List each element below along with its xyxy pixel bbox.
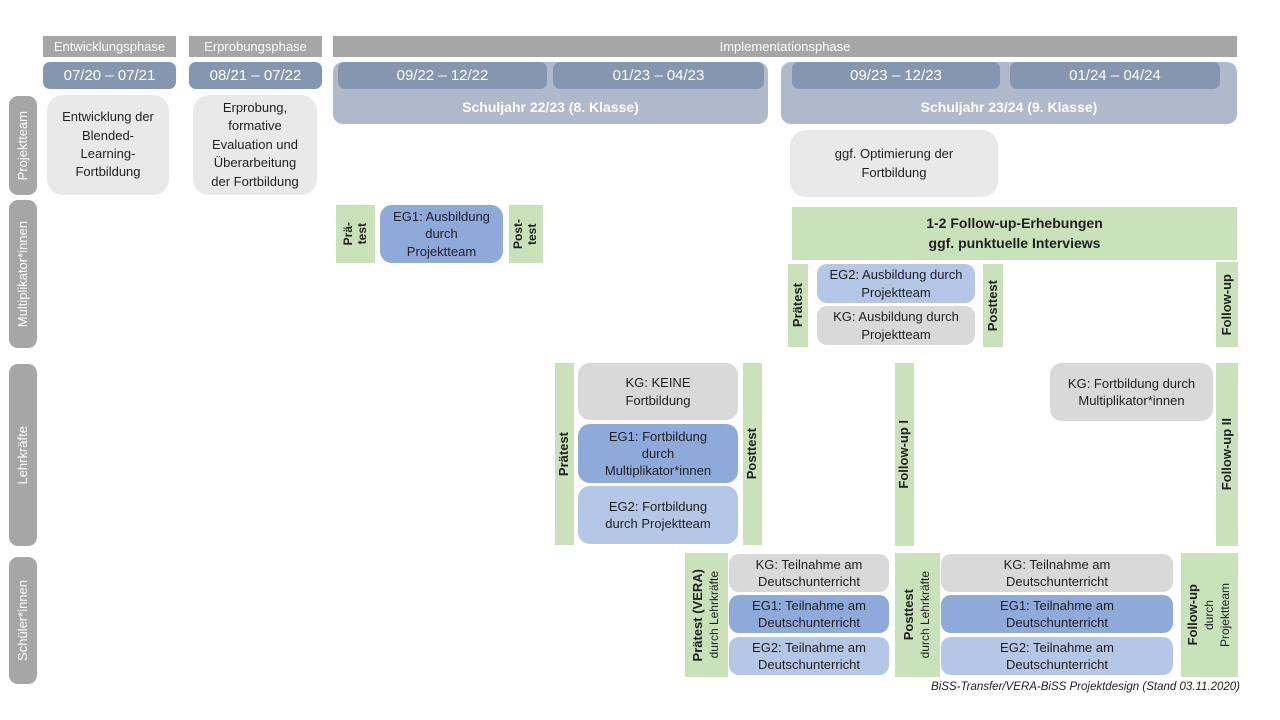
date-range-0123-0423: 01/23 – 04/23 bbox=[553, 62, 764, 89]
followup-projektteam-bar: Follow-up durch Projektteam bbox=[1181, 553, 1238, 677]
eg2-teilnahme-box-1: EG2: Teilnahme am Deutschunterricht bbox=[729, 637, 889, 675]
posttest-bar-multiplikatoren: Posttest bbox=[983, 264, 1003, 347]
phase-bar-erprobungsphase: Erprobungsphase bbox=[189, 36, 322, 57]
posttest-lehrkraefte-sub: durch Lehrkräfte bbox=[918, 571, 933, 659]
eg2-fortbildung-box: EG2: Fortbildung durch Projektteam bbox=[578, 486, 738, 544]
followup-erhebungen-bar: 1-2 Follow-up-Erhebungen ggf. punktuelle… bbox=[792, 207, 1237, 260]
box-erprobung-evaluation: Erprobung, formative Evaluation und Über… bbox=[193, 95, 317, 195]
praetest-split-bar: Prä- test bbox=[336, 205, 375, 263]
kg-teilnahme-box-1: KG: Teilnahme am Deutschunterricht bbox=[729, 554, 889, 592]
row-label-multiplikatoren-text: Multiplikator*innen bbox=[14, 220, 30, 328]
followup-projektteam-title: Follow-up bbox=[1185, 584, 1201, 646]
followup-projektteam-sub1: durch bbox=[1202, 599, 1217, 631]
phase-bar-entwicklungsphase: Entwicklungsphase bbox=[43, 36, 176, 57]
posttest-split-bar: Post- test bbox=[509, 205, 543, 263]
date-range-0922-1222: 09/22 – 12/22 bbox=[338, 62, 547, 89]
followup2-text: Follow-up II bbox=[1218, 418, 1234, 491]
box-optimierung-fortbildung: ggf. Optimierung der Fortbildung bbox=[790, 130, 998, 197]
diagram-caption: BiSS-Transfer/VERA-BiSS Projektdesign (S… bbox=[931, 681, 1240, 693]
eg1-teilnahme-box-1: EG1: Teilnahme am Deutschunterricht bbox=[729, 595, 889, 633]
row-label-lehrkraefte-text: Lehrkräfte bbox=[14, 425, 30, 485]
praetest-vera-bar: Prätest (VERA) durch Lehrkräfte bbox=[685, 553, 728, 677]
row-label-schueler-text: Schüler*innen bbox=[14, 580, 30, 661]
date-range-0124-0424: 01/24 – 04/24 bbox=[1010, 62, 1220, 89]
praetest-split-text: Prä- test bbox=[340, 222, 369, 246]
row-label-projektteam: Projektteam bbox=[9, 96, 37, 195]
followup-bar-multiplikatoren: Follow-up bbox=[1216, 262, 1238, 347]
eg1-fortbildung-box: EG1: Fortbildung durch Multiplikator*inn… bbox=[578, 424, 738, 483]
praetest-text-lehrkraefte: Prätest bbox=[556, 431, 572, 477]
praetest-vera-sub: durch Lehrkräfte bbox=[707, 571, 722, 659]
eg1-teilnahme-box-2: EG1: Teilnahme am Deutschunterricht bbox=[941, 595, 1173, 633]
eg1-ausbildung-box: EG1: Ausbildung durch Projektteam bbox=[380, 205, 503, 263]
posttest-split-text: Post- test bbox=[511, 219, 539, 249]
phase-bar-implementationsphase: Implementationsphase bbox=[333, 36, 1237, 57]
followup2-bar: Follow-up II bbox=[1216, 363, 1238, 546]
posttest-text-lehrkraefte-row: Posttest bbox=[744, 428, 760, 480]
followup1-bar: Follow-up I bbox=[895, 363, 914, 546]
kg-keine-fortbildung-box: KG: KEINE Fortbildung bbox=[578, 363, 738, 420]
box-entwicklung-fortbildung: Entwicklung der Blended- Learning- Fortb… bbox=[47, 95, 169, 195]
eg2-teilnahme-box-2: EG2: Teilnahme am Deutschunterricht bbox=[941, 637, 1173, 675]
praetest-bar-multiplikatoren: Prätest bbox=[788, 264, 808, 347]
praetest-bar-lehrkraefte: Prätest bbox=[555, 363, 574, 545]
posttest-lehrkraefte-bar: Posttest durch Lehrkräfte bbox=[895, 553, 940, 677]
kg-ausbildung-box: KG: Ausbildung durch Projektteam bbox=[817, 306, 975, 345]
praetest-text-multiplikatoren: Prätest bbox=[789, 283, 805, 328]
row-label-projektteam-text: Projektteam bbox=[14, 110, 30, 181]
row-label-schueler: Schüler*innen bbox=[9, 557, 37, 684]
kg-teilnahme-box-2: KG: Teilnahme am Deutschunterricht bbox=[941, 554, 1173, 592]
row-label-lehrkraefte: Lehrkräfte bbox=[9, 364, 37, 546]
date-range-0821-0722: 08/21 – 07/22 bbox=[189, 62, 322, 89]
followup-text-multiplikatoren: Follow-up bbox=[1218, 273, 1234, 336]
posttest-text-multiplikatoren: Posttest bbox=[984, 279, 1000, 332]
praetest-vera-title: Prätest (VERA) bbox=[690, 568, 706, 662]
followup-projektteam-sub2: Projektteam bbox=[1217, 582, 1232, 648]
row-label-multiplikatoren: Multiplikator*innen bbox=[9, 200, 37, 348]
posttest-bar-lehrkraefte-row: Posttest bbox=[743, 363, 762, 545]
followup1-text: Follow-up I bbox=[896, 420, 912, 489]
date-range-0923-1223: 09/23 – 12/23 bbox=[792, 62, 1000, 89]
posttest-lehrkraefte-title: Posttest bbox=[901, 589, 917, 641]
kg-fortbildung-multiplikatoren-box: KG: Fortbildung durch Multiplikator*inne… bbox=[1050, 363, 1213, 421]
eg2-ausbildung-box: EG2: Ausbildung durch Projektteam bbox=[817, 264, 975, 303]
date-range-0720-0721: 07/20 – 07/21 bbox=[43, 62, 176, 89]
